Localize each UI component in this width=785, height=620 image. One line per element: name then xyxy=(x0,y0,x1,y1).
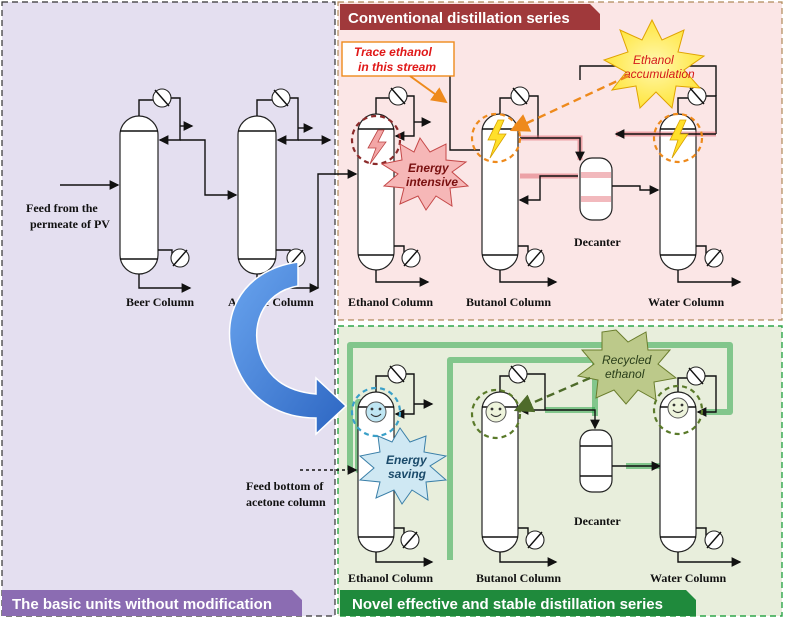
trace-ethanol-callout xyxy=(341,41,455,77)
water-bottom-highlight xyxy=(652,384,704,436)
lightning-icon xyxy=(367,129,387,165)
decanter-bottom xyxy=(579,429,613,493)
feed-pv-label-1: Feed from the xyxy=(26,201,98,215)
trace-ethanol-arrow xyxy=(409,75,448,104)
ethanol-accumulation-burst xyxy=(602,18,706,110)
beer-column-label: Beer Column xyxy=(126,295,194,309)
ethanol-column-bottom-label: Ethanol Column xyxy=(348,571,433,585)
bottom-panel-title: Novel effective and stable distillation … xyxy=(352,596,663,613)
smiley-icon xyxy=(485,401,507,423)
accumulation-line-2: accumulation xyxy=(624,67,695,81)
energy-intensive-burst xyxy=(380,136,470,211)
water-column-bottom-label: Water Column xyxy=(650,571,726,585)
smiley-icon xyxy=(365,401,387,423)
butanol-bottom-highlight xyxy=(470,388,522,440)
bottom-title-banner xyxy=(340,590,696,616)
trace-ethanol-line-1: Trace ethanol xyxy=(354,45,432,59)
green-recycle-loop xyxy=(347,342,733,470)
left-panel-title: The basic units without modification xyxy=(12,596,272,613)
ethanol-column-top-label: Ethanol Column xyxy=(348,295,433,309)
energy-saving-line-1: Energy xyxy=(386,453,428,467)
energy-intensive-line-1: Energy xyxy=(408,161,450,175)
water-top-highlight xyxy=(652,112,704,164)
recycled-ethanol-burst xyxy=(576,329,678,405)
energy-saving-burst xyxy=(358,427,448,505)
feed-bottom-label-2: acetone column xyxy=(246,495,326,509)
butanol-column-bottom-label: Butanol Column xyxy=(476,571,561,585)
recycled-dashed-arrow xyxy=(513,376,591,413)
butanol-top-highlight xyxy=(470,112,522,164)
butanol-column-top-label: Butanol Column xyxy=(466,295,551,309)
energy-intensive-line-2: intensive xyxy=(406,175,458,189)
left-title-banner xyxy=(2,590,302,616)
recycled-line-1: Recycled xyxy=(602,353,652,367)
energy-saving-line-2: saving xyxy=(388,467,427,481)
ethanol-top-highlight xyxy=(350,114,402,166)
accumulation-line-1: Ethanol xyxy=(633,53,674,67)
lightning-icon xyxy=(669,119,689,159)
accumulation-dashed-arrow xyxy=(509,74,629,132)
smiley-icon xyxy=(667,397,689,419)
top-panel-title: Conventional distillation series xyxy=(348,10,570,27)
feed-pv-label-2: permeate of PV xyxy=(30,217,110,231)
decanter-top-label: Decanter xyxy=(574,235,621,249)
blue-transition-arrow xyxy=(228,261,348,436)
water-column-top-label: Water Column xyxy=(648,295,724,309)
recycled-line-2: ethanol xyxy=(605,367,645,381)
decanter-bottom-label: Decanter xyxy=(574,514,621,528)
decanter-top xyxy=(579,157,613,221)
top-title-banner xyxy=(340,4,600,30)
ethanol-bottom-highlight xyxy=(350,386,402,438)
feed-bottom-label-1: Feed bottom of xyxy=(246,479,324,493)
beer-column xyxy=(119,115,159,275)
trace-ethanol-line-2: in this stream xyxy=(358,60,436,74)
acetone-column xyxy=(237,115,277,275)
lightning-icon xyxy=(487,119,507,159)
